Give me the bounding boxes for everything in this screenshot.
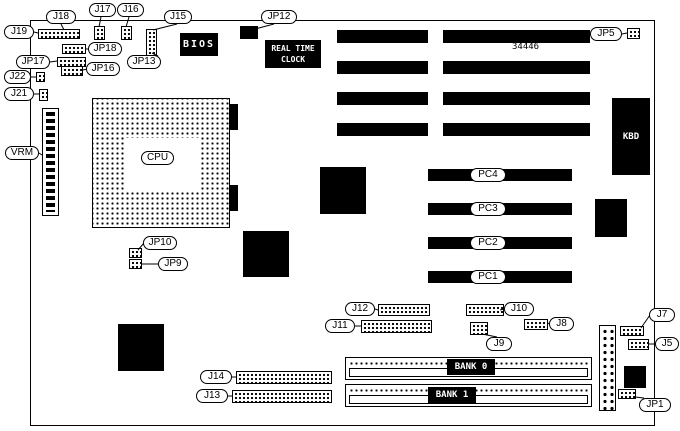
cpu-socket-tab-bottom bbox=[229, 185, 238, 211]
callout-jp10: JP10 bbox=[143, 236, 177, 250]
j9-header bbox=[470, 322, 488, 335]
callout-j17: J17 bbox=[89, 3, 116, 17]
callout-vrm: VRM bbox=[5, 146, 39, 160]
j19-header bbox=[38, 29, 80, 39]
jp9-header bbox=[129, 259, 142, 269]
callout-jp5: JP5 bbox=[590, 27, 622, 41]
isa-slot-1-left bbox=[337, 30, 428, 43]
callout-j15: J15 bbox=[164, 10, 192, 24]
callout-jp17: JP17 bbox=[16, 55, 50, 69]
callout-j21: J21 bbox=[4, 87, 34, 101]
j8-header bbox=[524, 319, 548, 330]
jp12-connector bbox=[240, 26, 258, 39]
board-part-number: 34446 bbox=[512, 42, 540, 52]
j17-header bbox=[94, 26, 105, 40]
jp1-header bbox=[618, 389, 636, 399]
pci-label-pc3: PC3 bbox=[470, 202, 506, 216]
callout-j19: J19 bbox=[4, 25, 34, 39]
jp5-header bbox=[627, 28, 640, 39]
pci-label-pc4: PC4 bbox=[470, 168, 506, 182]
callout-jp12: JP12 bbox=[261, 10, 297, 24]
callout-jp1: JP1 bbox=[639, 398, 671, 412]
callout-j18: J18 bbox=[46, 10, 76, 24]
isa-slot-4-right bbox=[443, 123, 590, 136]
isa-slot-1-right bbox=[443, 30, 590, 43]
jp18-header bbox=[62, 44, 86, 54]
corner-connector bbox=[624, 366, 646, 388]
callout-jp16: JP16 bbox=[86, 62, 120, 76]
isa-slot-2-right bbox=[443, 61, 590, 74]
j16-header bbox=[121, 26, 132, 40]
callout-j13: J13 bbox=[196, 389, 228, 403]
callout-jp18: JP18 bbox=[88, 42, 122, 56]
callout-j7: J7 bbox=[649, 308, 675, 322]
j14-header bbox=[236, 371, 332, 384]
j15-jp13-header bbox=[146, 29, 157, 56]
cpu-socket-center bbox=[126, 138, 200, 192]
callout-j10: J10 bbox=[504, 302, 534, 316]
jp16-header bbox=[61, 66, 83, 76]
j12-header bbox=[378, 304, 430, 316]
j7-header bbox=[620, 326, 644, 336]
j5-header bbox=[628, 339, 649, 350]
bios-chip: BIOS bbox=[180, 33, 218, 56]
kbd-connector: KBD bbox=[612, 98, 650, 175]
j10-header bbox=[466, 304, 504, 316]
cpu-label: CPU bbox=[141, 151, 174, 165]
bank1-label: BANK 1 bbox=[428, 387, 476, 403]
callout-jp9: JP9 bbox=[158, 257, 188, 271]
vrm-connector bbox=[42, 108, 59, 216]
power-connector bbox=[599, 325, 616, 411]
callout-j12: J12 bbox=[345, 302, 375, 316]
isa-slot-3-right bbox=[443, 92, 590, 105]
callout-j11: J11 bbox=[325, 319, 355, 333]
j22-header bbox=[36, 72, 45, 82]
callout-j16: J16 bbox=[117, 3, 144, 17]
qfp-chip-2 bbox=[243, 231, 289, 277]
j11-header bbox=[361, 320, 432, 333]
jp10-header bbox=[129, 248, 142, 258]
isa-slot-4-left bbox=[337, 123, 428, 136]
rtc-chip: REAL TIME CLOCK bbox=[265, 40, 321, 68]
qfp-chip-3 bbox=[118, 324, 164, 371]
qfp-chip-1 bbox=[320, 167, 366, 214]
pci-label-pc1: PC1 bbox=[470, 270, 506, 284]
callout-j8: J8 bbox=[549, 317, 574, 331]
callout-j14: J14 bbox=[200, 370, 232, 384]
qfp-chip-4 bbox=[595, 199, 627, 237]
isa-slot-2-left bbox=[337, 61, 428, 74]
j13-header bbox=[232, 390, 332, 403]
cpu-socket-tab-top bbox=[229, 104, 238, 130]
callout-j22: J22 bbox=[4, 70, 31, 84]
bank0-label: BANK 0 bbox=[447, 359, 495, 375]
callout-j9: J9 bbox=[486, 337, 512, 351]
pci-label-pc2: PC2 bbox=[470, 236, 506, 250]
isa-slot-3-left bbox=[337, 92, 428, 105]
j21-header bbox=[39, 89, 48, 101]
callout-jp13: JP13 bbox=[127, 55, 161, 69]
callout-j5: J5 bbox=[655, 337, 679, 351]
